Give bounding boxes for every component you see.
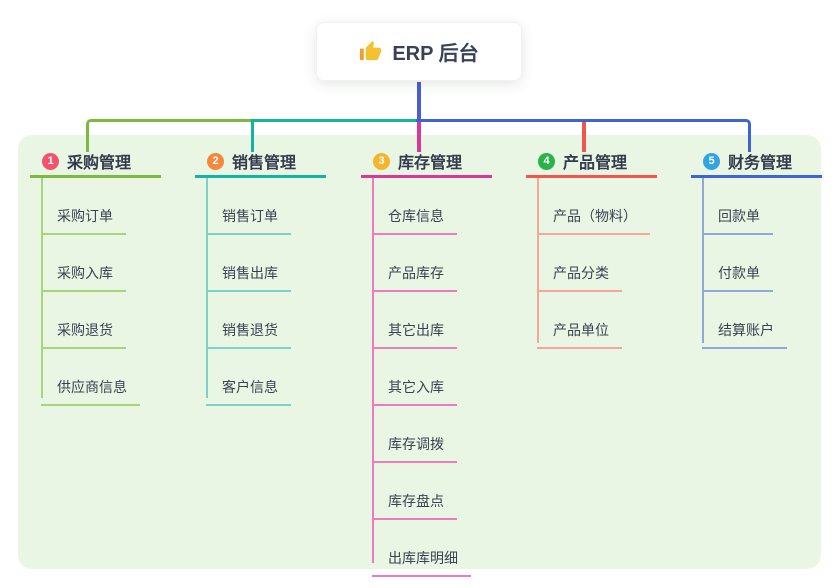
child-item[interactable]: 库存盘点 <box>372 463 457 520</box>
branch: 2 销售管理 销售订单销售出库销售退货客户信息 <box>195 147 355 406</box>
branch-label: 财务管理 <box>728 155 793 172</box>
branch-connector-line <box>206 178 208 398</box>
child-label: 采购订单 <box>57 208 113 224</box>
child-item[interactable]: 销售订单 <box>206 178 291 235</box>
branch-number-badge: 3 <box>373 152 390 170</box>
branch-label: 库存管理 <box>398 155 463 172</box>
branch-label: 销售管理 <box>232 155 297 172</box>
child-label: 结算账户 <box>718 322 774 338</box>
child-label: 销售订单 <box>222 208 278 224</box>
branch: 5 财务管理 回款单付款单结算账户 <box>691 147 839 349</box>
child-label: 销售出库 <box>222 265 278 281</box>
child-label: 出库库明细 <box>388 550 458 566</box>
child-item[interactable]: 销售退货 <box>206 292 291 349</box>
child-item[interactable]: 出库库明细 <box>372 520 471 577</box>
child-item[interactable]: 库存调拨 <box>372 406 457 463</box>
connector-branch-5 <box>416 119 751 152</box>
child-label: 产品单位 <box>553 322 609 338</box>
branch: 4 产品管理 产品（物料） 产品分类产品单位 <box>526 147 686 349</box>
child-item[interactable]: 客户信息 <box>206 349 291 406</box>
connector-branch-1 <box>86 119 251 152</box>
branch-title[interactable]: 3 库存管理 <box>361 147 492 178</box>
child-item[interactable]: 产品库存 <box>372 235 457 292</box>
child-label: 其它入库 <box>388 379 444 395</box>
connector-root-stem <box>417 82 421 120</box>
connector-branch-2 <box>251 119 416 152</box>
branch-children: 仓库信息产品库存其它出库其它入库库存调拨库存盘点出库库明细 <box>361 178 521 577</box>
child-item[interactable]: 产品（物料） <box>537 178 650 235</box>
child-label: 客户信息 <box>222 379 278 395</box>
child-label: 采购入库 <box>57 265 113 281</box>
child-item[interactable]: 采购退货 <box>41 292 126 349</box>
branch-children: 产品（物料） 产品分类产品单位 <box>526 178 686 349</box>
branch-label: 产品管理 <box>563 155 628 172</box>
child-item[interactable]: 产品单位 <box>537 292 622 349</box>
child-label: 回款单 <box>718 208 760 224</box>
branch-number-badge: 4 <box>538 152 555 170</box>
child-label: 库存调拨 <box>388 436 444 452</box>
branch-connector-line <box>537 178 539 343</box>
branch-title[interactable]: 1 采购管理 <box>30 147 161 178</box>
child-label: 采购退货 <box>57 322 113 338</box>
branch-connector-line <box>372 178 374 563</box>
branch-number-badge: 1 <box>42 152 59 170</box>
child-item[interactable]: 供应商信息 <box>41 349 140 406</box>
branch-number-badge: 5 <box>703 152 720 170</box>
child-label: 其它出库 <box>388 322 444 338</box>
child-item[interactable]: 其它入库 <box>372 349 457 406</box>
connector-branch-3 <box>417 119 421 152</box>
branch-children: 采购订单采购入库采购退货供应商信息 <box>30 178 190 406</box>
branch-title[interactable]: 4 产品管理 <box>526 147 657 178</box>
child-label: 仓库信息 <box>388 208 444 224</box>
child-item[interactable]: 采购订单 <box>41 178 126 235</box>
root-node[interactable]: ERP 后台 <box>316 22 522 81</box>
child-item[interactable]: 其它出库 <box>372 292 457 349</box>
child-item[interactable]: 结算账户 <box>702 292 787 349</box>
branch-title[interactable]: 5 财务管理 <box>691 147 822 178</box>
branch-children: 销售订单销售出库销售退货客户信息 <box>195 178 355 406</box>
branch-title[interactable]: 2 销售管理 <box>195 147 326 178</box>
child-item[interactable]: 付款单 <box>702 235 773 292</box>
branch-label: 采购管理 <box>67 155 132 172</box>
child-item[interactable]: 产品分类 <box>537 235 622 292</box>
child-label: 产品（物料） <box>553 208 637 224</box>
mindmap-canvas <box>18 135 821 569</box>
branch-children: 回款单付款单结算账户 <box>691 178 839 349</box>
child-item[interactable]: 仓库信息 <box>372 178 457 235</box>
child-item[interactable]: 回款单 <box>702 178 773 235</box>
connector-branch-4 <box>582 119 586 152</box>
child-label: 付款单 <box>718 265 760 281</box>
child-label: 供应商信息 <box>57 379 127 395</box>
child-item[interactable]: 采购入库 <box>41 235 126 292</box>
branch-number-badge: 2 <box>207 152 224 170</box>
child-label: 销售退货 <box>222 322 278 338</box>
branch-connector-line <box>41 178 43 398</box>
thumbs-up-icon <box>360 40 382 61</box>
branch: 1 采购管理 采购订单采购入库采购退货供应商信息 <box>30 147 190 406</box>
root-title: ERP 后台 <box>392 43 479 65</box>
branch-connector-line <box>702 178 704 343</box>
child-label: 产品分类 <box>553 265 609 281</box>
child-label: 产品库存 <box>388 265 444 281</box>
branch: 3 库存管理 仓库信息产品库存其它出库其它入库库存调拨库存盘点出库库明细 <box>361 147 521 577</box>
child-item[interactable]: 销售出库 <box>206 235 291 292</box>
child-label: 库存盘点 <box>388 493 444 509</box>
